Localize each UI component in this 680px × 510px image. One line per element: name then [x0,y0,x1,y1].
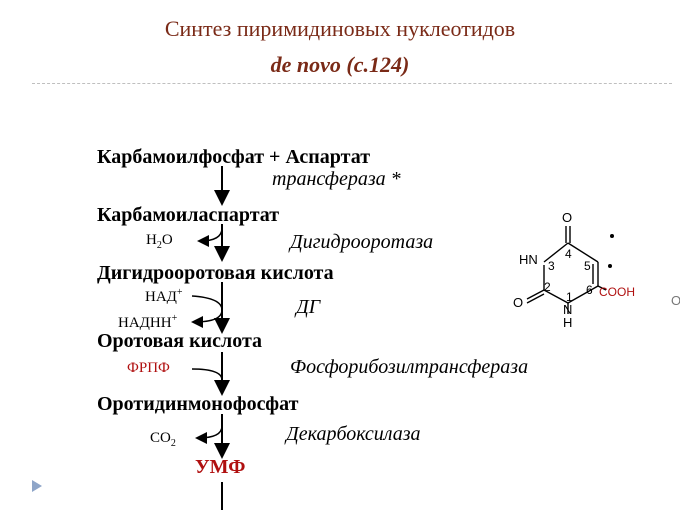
co2-release-arrow [195,425,223,444]
compound-ump: УМФ [195,456,246,478]
side-frpf: ФРПФ [127,360,170,376]
structure-top-oxygen: O [562,210,573,225]
side-nadh: НАДНН+ [118,313,178,331]
structure-cooh: COOH [599,285,635,299]
side-co2: CO2 [150,430,176,449]
frpf-consume-arrow [191,368,223,381]
h2o-release-arrow [197,227,223,247]
enzyme-dehydrogenase: ДГ [296,296,321,318]
side-nad: НАД+ [145,287,183,305]
compound-carbamoylaspartate: Карбамоиласпартат [97,204,280,226]
compound-orotic-acid: Оротовая кислота [97,330,263,352]
ring-number-5: 5 [584,259,591,273]
enzyme-phosphoribosyltransferase: Фосфорибозилтрансфераза [290,356,529,378]
compound-carbamoylphosphate-aspartate: Карбамоилфосфат + Аспартат [97,146,371,168]
compound-dihydroorotic-acid: Дигидрооротовая кислота [97,262,334,284]
structure-hn: HN [519,252,538,267]
slide-title: Синтез пиримидиновых нуклеотидов [164,16,516,41]
ring-number-6: 6 [586,283,593,297]
ring-number-3: 3 [548,259,555,273]
ring-number-4: 4 [565,247,572,261]
structure-left-oxygen: O [513,295,524,310]
compound-omp: Оротидинмонофосфат [97,393,299,415]
side-h2o: H2O [146,232,173,251]
structure-dot [608,264,612,268]
title-divider [32,83,672,84]
ring-number-2: 2 [544,280,551,294]
pyrimidine-ring [526,226,607,314]
structure-n: N [563,302,573,317]
slide-subtitle: de novo (с.124) [270,52,410,77]
nad-consume-arrow [191,295,223,328]
enzyme-dihydroorotase: Дигидрооротаза [290,231,434,253]
enzyme-transferase: трансфераза * [272,168,401,190]
structure-dot [610,234,614,238]
slide-bullet-icon [32,480,42,492]
enzyme-decarboxylase: Декарбоксилаза [286,423,421,445]
ring-number-1: 1 [566,290,573,304]
structure-cut-letter: O [671,293,680,308]
structure-h: H [563,315,573,330]
